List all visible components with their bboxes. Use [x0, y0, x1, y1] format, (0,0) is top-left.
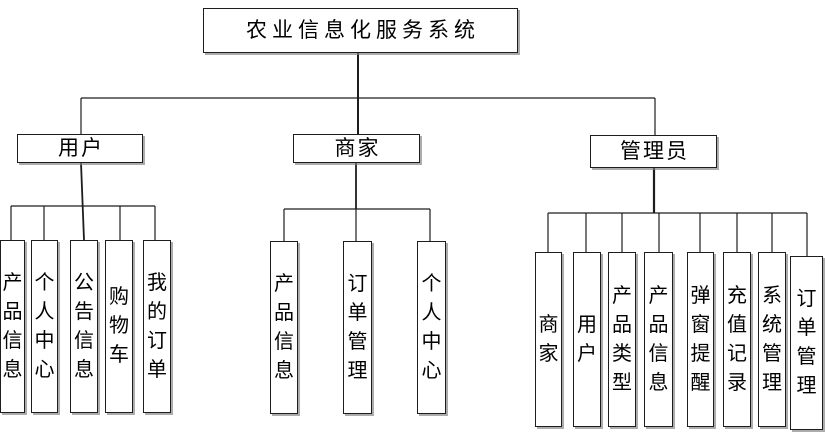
leaf-node-admin-system-management: 系统管理 [758, 252, 786, 427]
group-node-admin: 管理员 [590, 135, 717, 168]
leaf-node-admin-popup-reminder: 弹窗提醒 [687, 252, 714, 427]
group-node-user: 用户 [17, 134, 143, 163]
leaf-node-admin-user: 用户 [573, 252, 601, 427]
leaf-node-user-shopping-cart: 购物车 [105, 240, 133, 413]
leaf-node-admin-recharge-record: 充值记录 [723, 252, 751, 427]
leaf-node-admin-product-type: 产品类型 [608, 252, 636, 427]
root-node-system: 农业信息化服务系统 [203, 8, 518, 53]
leaf-node-user-announcement-info: 公告信息 [70, 240, 98, 413]
group-node-merchant: 商家 [293, 134, 420, 163]
leaf-node-user-my-orders: 我的订单 [143, 240, 171, 413]
leaf-node-merchant-product-info: 产品信息 [270, 241, 298, 414]
leaf-node-admin-product-info: 产品信息 [644, 252, 673, 427]
leaf-node-merchant-order-management: 订单管理 [343, 241, 372, 414]
leaf-node-user-product-info: 产品信息 [0, 240, 25, 413]
leaf-node-admin-merchant: 商家 [535, 252, 562, 427]
leaf-node-merchant-personal-center: 个人中心 [417, 241, 446, 414]
leaf-node-admin-order-management: 订单管理 [790, 256, 823, 430]
leaf-node-user-personal-center: 个人中心 [31, 240, 58, 413]
